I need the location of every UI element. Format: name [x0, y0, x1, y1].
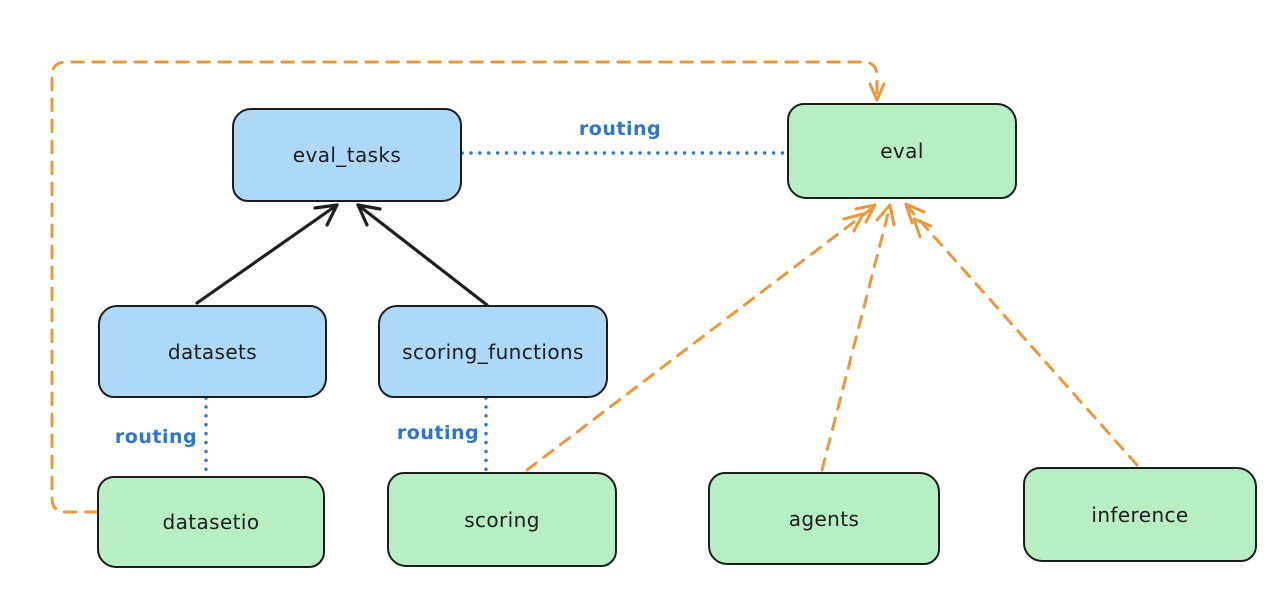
- node-eval-tasks-label: eval_tasks: [292, 143, 402, 167]
- edge-label-routing-datasets-datasetio: routing: [114, 426, 198, 448]
- edge-datasets-to-eval-tasks: [195, 203, 339, 305]
- arrowhead-inference-to-eval: [904, 202, 926, 225]
- node-datasets-label: datasets: [167, 339, 258, 364]
- node-eval-tasks: eval_tasks: [232, 108, 462, 202]
- arrowhead-scoring-to-eval: [854, 203, 877, 224]
- arrowhead-datasets-to-eval-tasks: [313, 203, 339, 227]
- node-inference-label: inference: [1091, 502, 1189, 527]
- node-datasets: datasets: [98, 305, 327, 398]
- orange-arrowheads-group: [842, 82, 933, 239]
- arrowhead-datasetio-to-eval: [868, 82, 886, 102]
- edge-datasetio-to-eval: [50, 60, 879, 514]
- black-edges-group: [195, 203, 489, 307]
- node-scoring-functions-label: scoring_functions: [402, 339, 584, 364]
- node-agents-label: agents: [788, 506, 860, 531]
- node-eval-label: eval: [880, 139, 924, 163]
- node-scoring-functions: scoring_functions: [378, 305, 608, 398]
- edge-label-routing-scoring-functions-scoring: routing: [396, 422, 480, 444]
- node-scoring: scoring: [387, 472, 617, 567]
- edge-inference-to-eval: [904, 203, 1139, 467]
- arrowhead-scoring-to-eval-2: [842, 212, 865, 233]
- node-scoring-label: scoring: [464, 507, 540, 532]
- node-inference: inference: [1023, 467, 1257, 562]
- edge-scoring-functions-to-eval-tasks: [356, 203, 489, 307]
- edge-label-routing-eval-tasks-eval: routing: [578, 118, 662, 140]
- blue-dotted-edges-group: [204, 151, 789, 478]
- arrowhead-scoring-functions-to-eval-tasks: [356, 203, 382, 227]
- arrowhead-agents-to-eval: [875, 203, 896, 227]
- node-agents: agents: [708, 472, 940, 565]
- orange-dashed-edges-group: [50, 60, 1139, 514]
- node-eval: eval: [787, 103, 1017, 199]
- node-datasetio: datasetio: [97, 476, 325, 568]
- arrowhead-inference-to-eval-2: [912, 217, 933, 239]
- node-datasetio-label: datasetio: [162, 510, 260, 534]
- edge-agents-to-eval: [820, 204, 892, 472]
- edge-scoring-to-eval: [525, 204, 877, 472]
